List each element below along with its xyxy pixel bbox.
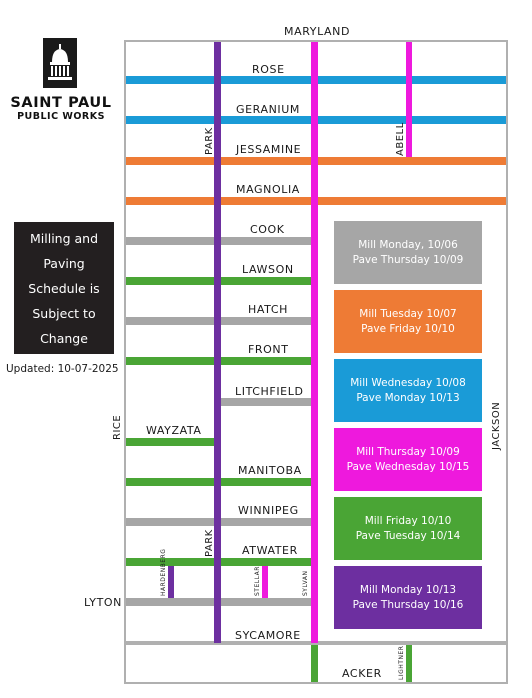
legend-mill: Mill Monday 10/13 [359,583,457,596]
label-park-upper: PARK [204,127,215,155]
road-park [214,42,221,643]
legend-mill: Mill Tuesday 10/07 [359,307,457,320]
legend-item-magenta: Mill Thursday 10/09 Pave Wednesday 10/15 [334,428,482,491]
legend-pave: Pave Friday 10/10 [361,322,455,335]
legend-mill: Mill Wednesday 10/08 [350,376,466,389]
label-hatch: HATCH [248,303,288,316]
legend-mill: Mill Thursday 10/09 [356,445,460,458]
logo-mark [43,38,77,88]
label-rice: RICE [112,414,123,440]
road-sylvan [311,42,318,643]
label-rose: ROSE [252,63,285,76]
logo: SAINT PAUL PUBLIC WORKS [0,38,122,126]
label-atwater: ATWATER [242,544,298,557]
map-border-lower [124,643,508,684]
road-lightner [406,645,412,682]
label-hardenberg: HARDENBERG [160,548,167,596]
label-lawson: LAWSON [242,263,294,276]
legend-item-blue: Mill Wednesday 10/08 Pave Monday 10/13 [334,359,482,422]
road-acker-connector [311,645,318,682]
label-manitoba: MANITOBA [238,464,302,477]
legend-item-orange: Mill Tuesday 10/07 Pave Friday 10/10 [334,290,482,353]
label-cook: COOK [250,223,285,236]
legend-pave: Pave Tuesday 10/14 [355,529,461,542]
road-wayzata [126,438,216,446]
road-abell [406,42,412,157]
legend-pave: Pave Thursday 10/09 [352,253,464,266]
label-abell: ABELL [395,122,406,156]
schedule-notice-text: Milling and Paving Schedule is Subject t… [28,230,100,346]
legend-pave: Pave Monday 10/13 [356,391,460,404]
label-front: FRONT [248,343,289,356]
label-jackson: JACKSON [491,401,502,450]
label-lightner: LIGHTNER [398,645,405,680]
label-litchfield: LITCHFIELD [235,385,304,398]
brand-name: SAINT PAUL [10,95,112,111]
label-maryland: MARYLAND [284,25,351,38]
legend-mill: Mill Friday 10/10 [364,514,452,527]
legend-pave: Pave Wednesday 10/15 [346,460,470,473]
label-sycamore: SYCAMORE [235,629,301,642]
label-geranium: GERANIUM [236,103,301,116]
legend-item-green: Mill Friday 10/10 Pave Tuesday 10/14 [334,497,482,560]
road-stellar [262,566,268,598]
legend-pave: Pave Thursday 10/16 [352,598,464,611]
label-park-lower: PARK [204,529,215,557]
legend-item-gray: Mill Monday, 10/06 Pave Thursday 10/09 [334,221,482,284]
label-winnipeg: WINNIPEG [238,504,299,517]
label-stellar: STELLAR [254,566,261,596]
schedule-notice: Milling and Paving Schedule is Subject t… [14,222,114,354]
legend-mill: Mill Monday, 10/06 [358,238,458,251]
capitol-dome-icon [48,44,72,80]
label-sylvan: SYLVAN [302,570,309,596]
label-lyton: LYTON [84,596,122,609]
road-hardenberg [168,566,174,598]
updated-date: Updated: 10-07-2025 [6,363,119,375]
label-jessamine: JESSAMINE [236,143,302,156]
road-litchfield [218,398,312,406]
label-acker: ACKER [342,667,382,680]
label-magnolia: MAGNOLIA [236,183,300,196]
label-wayzata: WAYZATA [146,424,202,437]
brand-subname: PUBLIC WORKS [17,111,105,122]
legend-item-purple: Mill Monday 10/13 Pave Thursday 10/16 [334,566,482,629]
